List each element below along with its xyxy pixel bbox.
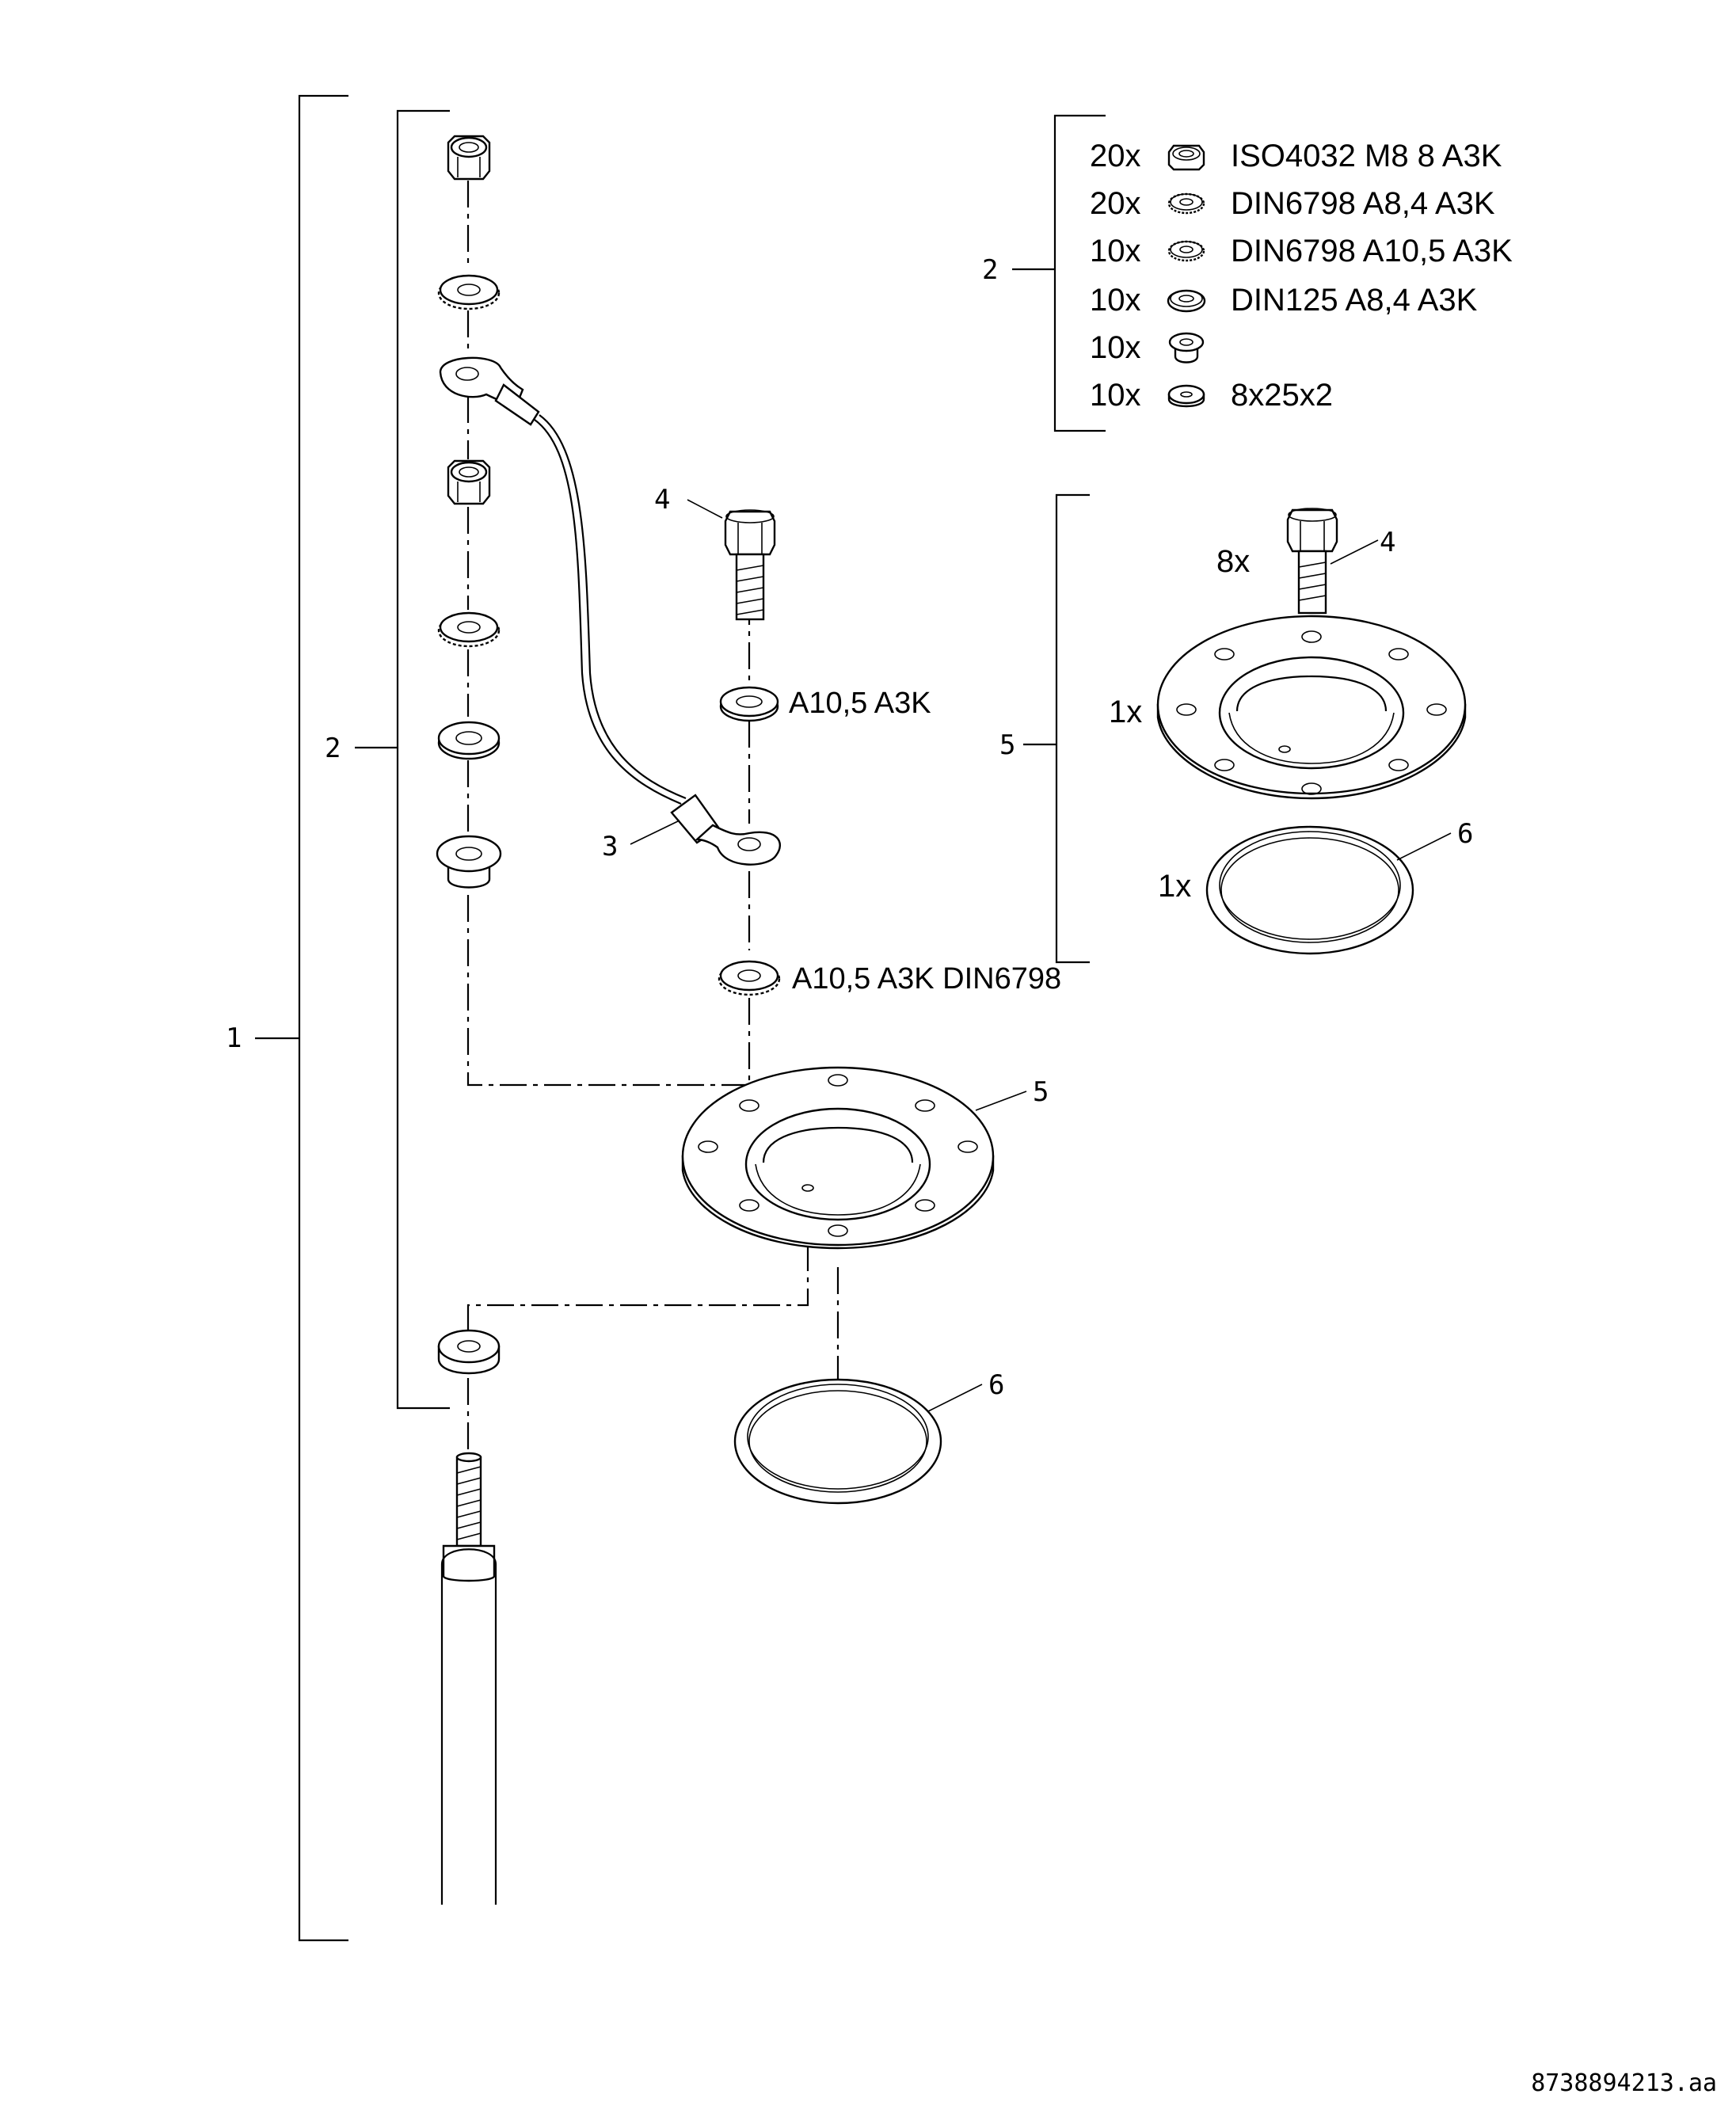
parts-list-row: 20x DIN6798 A8,4 A3K xyxy=(1090,186,1495,221)
callout-4-main: 4 xyxy=(654,484,670,516)
serrated-lock-washer-icon xyxy=(1167,192,1205,215)
flat-washer xyxy=(437,721,501,760)
kit-flange xyxy=(1156,615,1467,800)
serrated-washer-2 xyxy=(437,611,501,648)
callout-5-main: 5 xyxy=(1033,1076,1049,1108)
parts-spec: DIN6798 A10,5 A3K xyxy=(1231,234,1513,268)
parts-qty: 10x xyxy=(1090,378,1141,413)
callout-2-main: 2 xyxy=(325,733,341,764)
parts-spec: ISO4032 M8 8 A3K xyxy=(1231,139,1502,173)
washer-bottom-annotation: A10,5 A3K DIN6798 xyxy=(792,962,1061,995)
hex-bolt xyxy=(724,509,776,621)
callout-4-main-leader: 4 xyxy=(654,484,723,519)
callout-3-leader: 3 xyxy=(602,820,680,862)
parts-list-row: 10x 8x25x2 xyxy=(1090,378,1333,413)
parts-list-row: 20x ISO4032 M8 8 A3K xyxy=(1090,139,1502,173)
serrated-washer-1 xyxy=(437,274,501,310)
kit-hex-bolt xyxy=(1286,508,1338,615)
parts-qty: 20x xyxy=(1090,139,1141,173)
hex-nut-icon xyxy=(1167,144,1205,171)
kit-gasket xyxy=(1205,825,1414,955)
left-axis-line xyxy=(466,181,809,1449)
flange-kit-bracket: 5 xyxy=(999,493,1090,964)
callout-4-kit: 4 xyxy=(1380,527,1395,558)
parts-qty: 10x xyxy=(1090,283,1141,318)
spacer-washer-icon xyxy=(1167,384,1205,408)
callout-2-list: 2 xyxy=(982,254,998,286)
parts-qty: 10x xyxy=(1090,330,1141,365)
parts-list-row: 10x DIN125 A8,4 A3K xyxy=(1090,283,1478,318)
parts-qty: 20x xyxy=(1090,186,1141,221)
callout-6-kit: 6 xyxy=(1457,818,1473,850)
hex-nut-middle xyxy=(447,459,491,505)
electrode-rod xyxy=(440,1452,497,1905)
hex-nut-top xyxy=(447,135,491,181)
callout-5-kit: 5 xyxy=(999,729,1015,761)
washer-a10-5: A10,5 A3K xyxy=(719,686,931,722)
kit-flange-qty: 1x xyxy=(1109,695,1142,729)
serrated-washer-a10-5: A10,5 A3K DIN6798 xyxy=(718,960,1061,996)
bracket-1: 1 xyxy=(226,94,348,1942)
parts-spec: 8x25x2 xyxy=(1231,378,1333,413)
flange-main xyxy=(681,1066,995,1250)
callout-6-main-leader: 6 xyxy=(927,1369,1004,1412)
insulating-bushing-icon xyxy=(1168,332,1205,364)
bracket-2: 2 xyxy=(325,109,450,1410)
parts-spec: DIN6798 A8,4 A3K xyxy=(1231,186,1495,221)
kit-bolt-qty: 8x xyxy=(1216,544,1250,579)
callout-5-main-leader: 5 xyxy=(975,1076,1049,1111)
kit-flange-holes xyxy=(1176,630,1447,795)
spacer-washer xyxy=(437,1329,501,1375)
parts-list: 20x ISO4032 M8 8 A3K 20x DIN6798 A8,4 A3… xyxy=(1090,139,1513,413)
parts-list-bracket: 2 xyxy=(982,114,1106,432)
serrated-lock-washer-icon xyxy=(1167,240,1205,262)
callout-6-main: 6 xyxy=(988,1369,1004,1401)
earth-cable xyxy=(534,414,687,805)
cable-lug-bottom xyxy=(670,794,781,866)
callout-3: 3 xyxy=(602,831,618,862)
callout-6-kit-leader: 6 xyxy=(1396,818,1473,861)
washer-top-annotation: A10,5 A3K xyxy=(789,687,931,720)
parts-qty: 10x xyxy=(1090,234,1141,268)
insulating-bushing xyxy=(436,835,502,889)
callout-4-kit-leader: 4 xyxy=(1330,527,1395,565)
cable-lug-top xyxy=(439,356,540,426)
middle-axis-line xyxy=(748,598,839,1441)
kit-gasket-qty: 1x xyxy=(1158,869,1191,904)
parts-list-row: 10x DIN6798 A10,5 A3K xyxy=(1090,234,1513,268)
callout-1: 1 xyxy=(226,1022,242,1054)
flange-main-holes xyxy=(698,1074,978,1237)
document-code: 8738894213.aa xyxy=(1531,2069,1717,2097)
gasket-main xyxy=(733,1378,942,1505)
flat-washer-icon xyxy=(1167,289,1206,313)
parts-list-row: 10x xyxy=(1090,330,1205,365)
parts-spec: DIN125 A8,4 A3K xyxy=(1231,283,1478,318)
